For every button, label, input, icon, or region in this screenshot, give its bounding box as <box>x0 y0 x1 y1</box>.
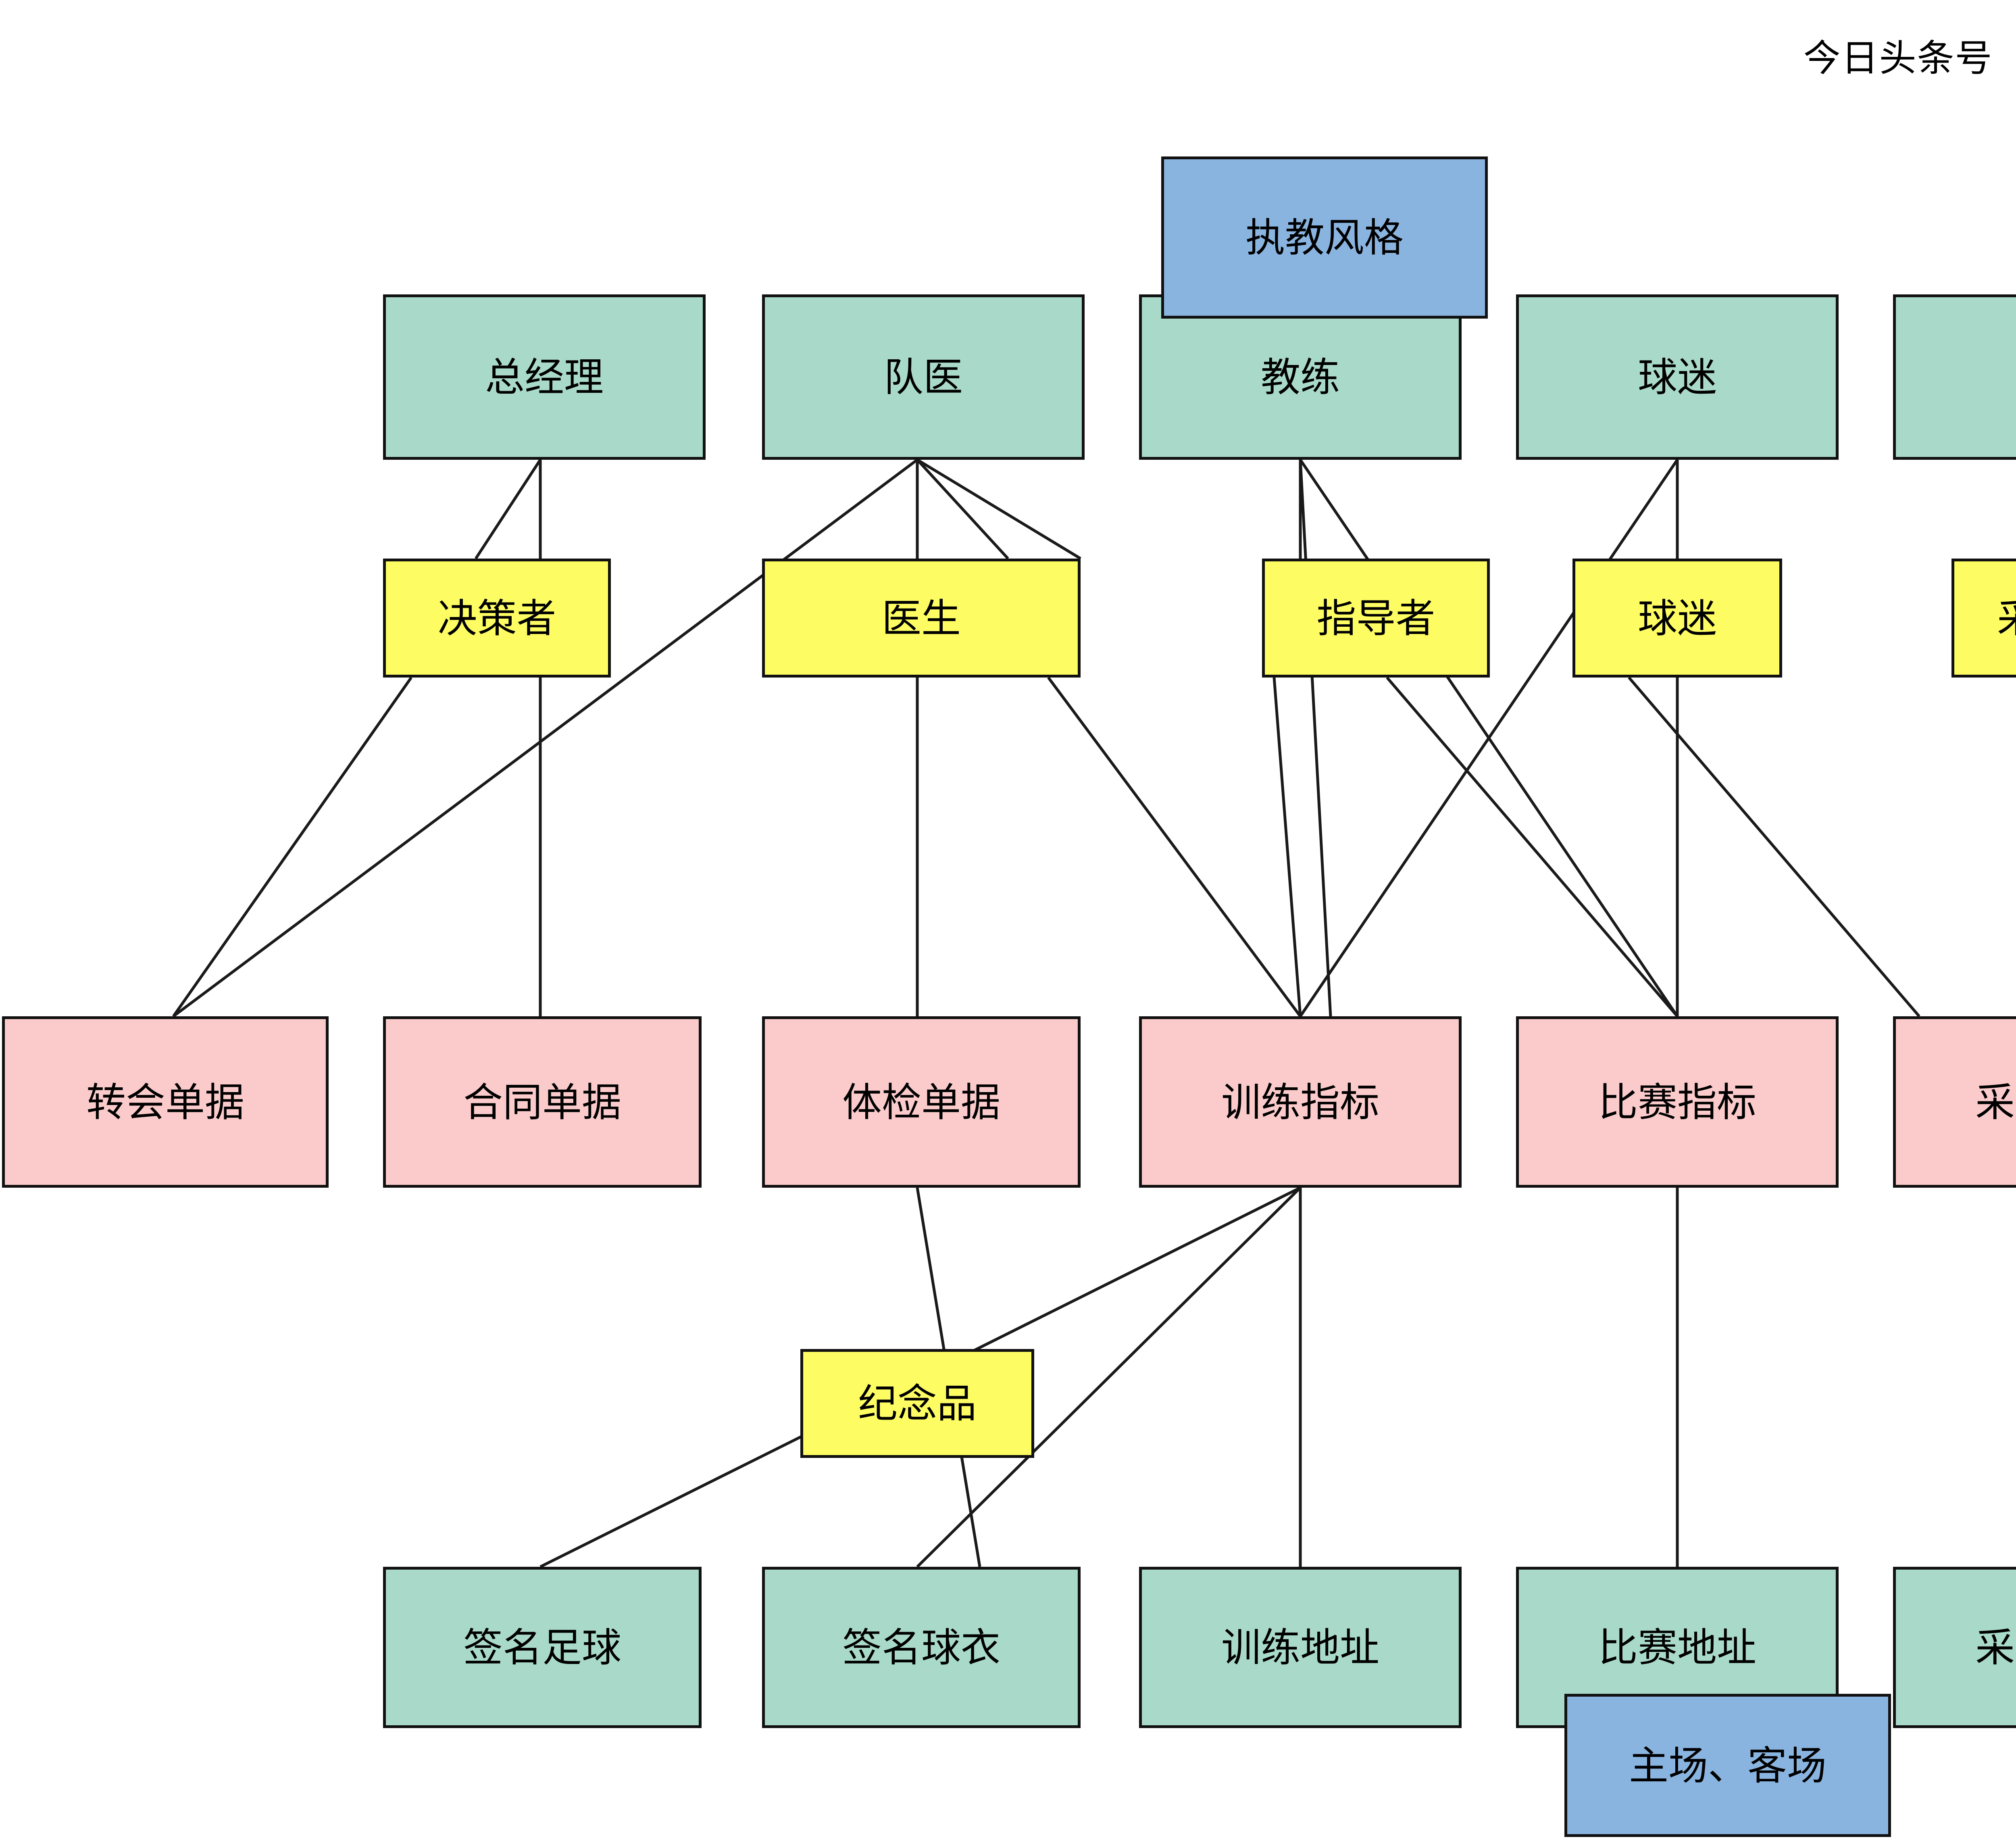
node-role-decider[interactable]: 决策者 <box>383 559 611 678</box>
node-actor-coach[interactable]: 教练 <box>1139 294 1462 460</box>
node-item-training-address[interactable]: 训练地址 <box>1139 1567 1462 1728</box>
node-label: 签名球衣 <box>842 1625 1000 1670</box>
node-label: 主场、客场 <box>1629 1743 1826 1788</box>
node-actor-gm[interactable]: 总经理 <box>383 294 706 460</box>
node-item-signed-jersey[interactable]: 签名球衣 <box>762 1567 1081 1728</box>
node-doc-physical[interactable]: 体检单据 <box>762 1016 1081 1188</box>
edge-doctor-trainidx <box>916 459 1081 560</box>
node-label: 总经理 <box>485 355 604 399</box>
edge-instructor-matchidx <box>1386 676 1679 1017</box>
node-label: 指导者 <box>1316 596 1435 640</box>
node-actor-fan[interactable]: 球迷 <box>1516 294 1839 460</box>
node-label: 采访者 <box>1997 598 2016 638</box>
node-note-venue[interactable]: 主场、客场 <box>1564 1694 1891 1837</box>
edge-doctor-transfer <box>172 459 918 1017</box>
edge-fanrole-interview <box>1628 676 1920 1017</box>
node-label: 医生 <box>881 596 961 640</box>
node-doc-contract[interactable]: 合同单据 <box>383 1016 702 1188</box>
node-label: 合同单据 <box>463 1080 621 1124</box>
edge-instructor-trainidx <box>1272 677 1302 1017</box>
node-label: 球迷 <box>1637 596 1717 640</box>
node-role-medic[interactable]: 医生 <box>762 559 1081 678</box>
node-actor-doctor[interactable]: 队医 <box>762 294 1085 460</box>
node-label: 体检单据 <box>842 1080 1000 1124</box>
node-label: 转会单据 <box>86 1080 244 1124</box>
node-label: 队医 <box>883 355 963 399</box>
node-role-souvenir[interactable]: 纪念品 <box>800 1349 1034 1458</box>
node-label: 记者 <box>2015 357 2016 397</box>
node-label: 教练 <box>1260 355 1340 399</box>
node-label: 采访单据 <box>1975 1080 2016 1124</box>
node-doc-transfer[interactable]: 转会单据 <box>2 1016 329 1188</box>
page-title: 今日头条号「JAVA前线」 <box>1803 38 2016 79</box>
node-role-interviewer[interactable]: 采访者 <box>1951 559 2016 678</box>
node-label: 采访地址 <box>1975 1625 2016 1670</box>
node-item-signed-ball[interactable]: 签名足球 <box>383 1567 702 1728</box>
edge-decider-transfer <box>172 676 412 1017</box>
edge-fan-trainidx <box>1299 459 1679 1017</box>
node-item-interview-address[interactable]: 采访地址 <box>1893 1567 2016 1728</box>
node-doc-match-index[interactable]: 比赛指标 <box>1516 1016 1839 1188</box>
node-role-fan[interactable]: 球迷 <box>1572 559 1782 678</box>
node-label: 纪念品 <box>858 1381 977 1426</box>
node-label: 执教风格 <box>1245 215 1404 260</box>
node-role-instructor[interactable]: 指导者 <box>1262 559 1490 678</box>
node-label: 签名足球 <box>463 1625 621 1670</box>
node-label: 比赛指标 <box>1598 1080 1756 1124</box>
node-note-coaching-style[interactable]: 执教风格 <box>1161 156 1488 319</box>
node-doc-interview[interactable]: 采访单据 <box>1893 1016 2016 1188</box>
node-label: 比赛地址 <box>1598 1625 1756 1670</box>
node-label: 训练指标 <box>1221 1080 1379 1124</box>
edge-doctor-physical <box>916 459 1009 560</box>
edge-medic-trainidx <box>1047 676 1302 1017</box>
edge-coach-trainidx <box>1299 459 1332 1017</box>
node-label: 训练地址 <box>1221 1625 1379 1670</box>
node-doc-training-index[interactable]: 训练指标 <box>1139 1016 1462 1188</box>
edge-trainidx-jersey <box>916 1186 1302 1568</box>
node-label: 球迷 <box>1637 355 1717 399</box>
edge-gm-decider <box>475 459 541 559</box>
node-actor-reporter[interactable]: 记者 <box>1893 294 2016 460</box>
node-label: 决策者 <box>437 596 556 640</box>
